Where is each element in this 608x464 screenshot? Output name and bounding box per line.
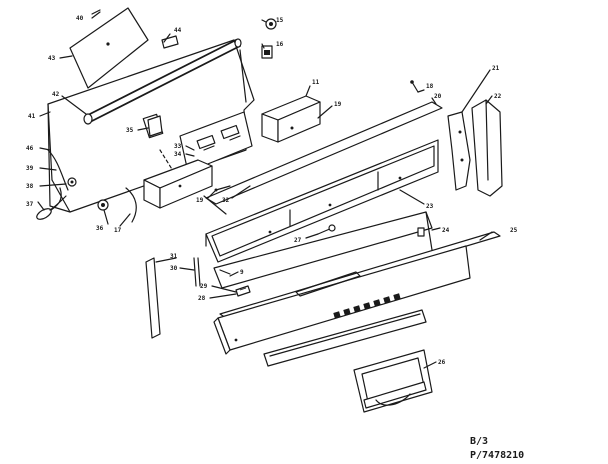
part-26-handle [353,349,433,413]
callout-27: 27 [294,237,302,244]
callout-25: 25 [510,227,518,234]
part-29-clip [235,285,251,297]
part-39-knob [97,199,109,211]
lower-control-panel [213,245,471,355]
callout-32: 32 [222,197,230,204]
part-28-trim-strip [263,309,427,367]
part-9-screw [229,271,239,277]
callout-39-upper: 39 [26,165,34,172]
callout-43: 43 [48,55,56,62]
callout-36: 36 [96,225,104,232]
callout-44: 44 [174,27,182,34]
part-30-strip [193,257,201,287]
part-16-clip [261,45,273,59]
callout-34: 34 [174,151,182,158]
callout-16: 16 [276,41,284,48]
callout-28: 28 [198,295,206,302]
callout-46: 46 [26,145,34,152]
callout-37: 37 [26,201,34,208]
callout-29: 29 [200,283,208,290]
part-24-backguard [213,211,433,289]
callout-11: 11 [312,79,320,86]
part-18-screw [410,80,419,93]
part-20-rail [203,101,443,215]
callout-40: 40 [76,15,84,22]
part-number: P/7478210 [470,450,524,461]
callout-31: 31 [170,253,178,260]
part-17-box [125,159,213,223]
part-43-cover-plate [69,7,149,89]
part-23-glass-panel [205,139,439,263]
callout-20: 20 [434,93,442,100]
callout-33: 33 [174,143,182,150]
button-row [333,293,401,319]
leader-lines [37,11,493,369]
callout-42: 42 [52,91,60,98]
part-31-left-trim [145,257,161,339]
part-21-side-bracket [447,111,471,191]
callout-35: 35 [126,127,134,134]
part-37-plug [36,195,67,220]
callout-15: 15 [276,17,284,24]
part-11-timer-box [261,95,321,143]
footer-reference: B/3 P/7478210 [470,436,524,461]
callout-26: 26 [438,359,446,366]
part-33-control-module [179,111,253,173]
callout-21: 21 [492,65,500,72]
callout-41: 41 [28,113,36,120]
callout-17: 17 [114,227,122,234]
callout-24: 24 [442,227,450,234]
callout-9: 9 [240,269,244,276]
callout-22: 22 [494,93,502,100]
callout-19-lower: 19 [196,197,204,204]
part-27-screw [317,224,336,235]
callout-labels: 40 43 44 15 16 42 41 35 11 19 18 20 21 2… [26,15,518,366]
part-22-side-panel [471,99,503,197]
sheet-number: B/3 [470,436,488,447]
part-35-bracket [147,115,163,137]
callout-38: 38 [26,183,34,190]
callout-19-upper: 19 [334,101,342,108]
callout-23: 23 [426,203,434,210]
callout-30: 30 [170,265,178,272]
callout-18: 18 [426,83,434,90]
part-15-knob [265,18,277,30]
